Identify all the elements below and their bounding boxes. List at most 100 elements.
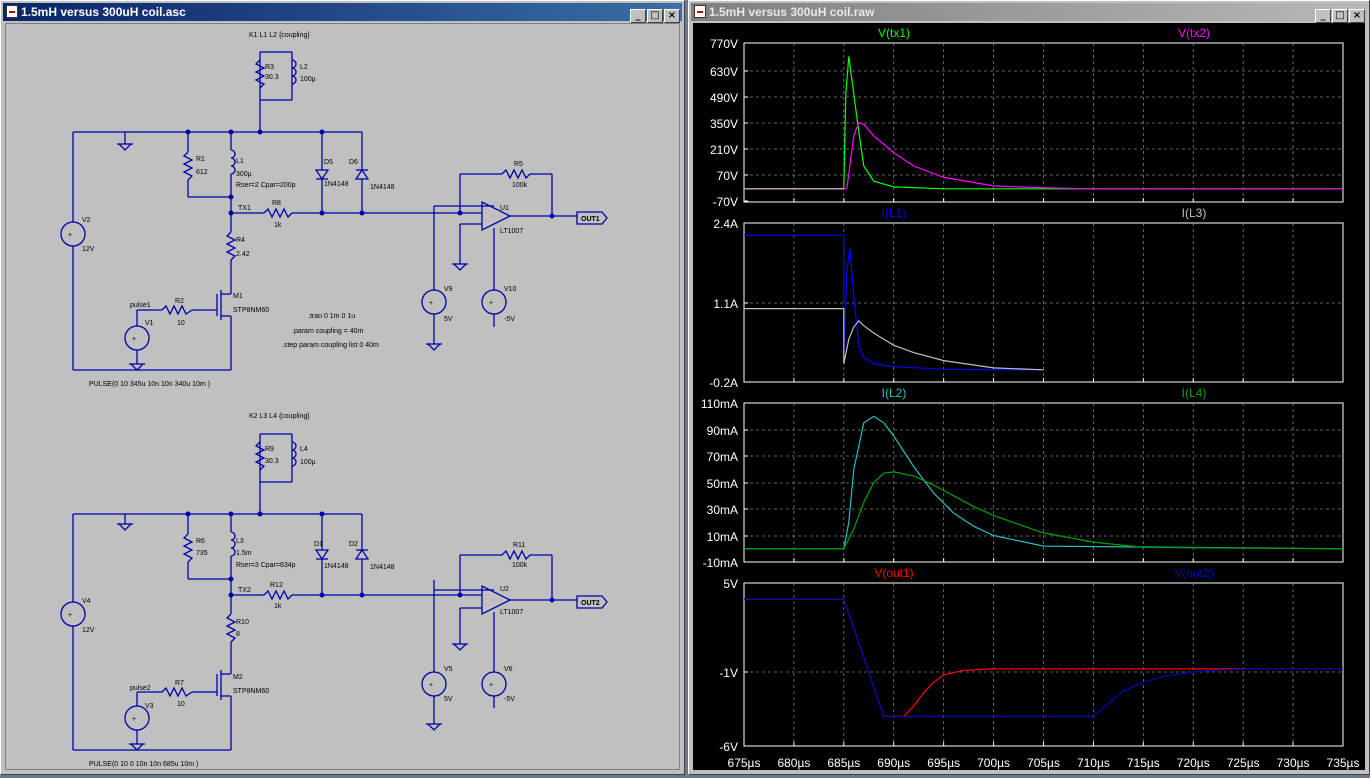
- legend-label: I(L4): [1182, 386, 1207, 400]
- schematic-titlebar[interactable]: 1.5mH versus 300uH coil.asc _□×: [3, 3, 682, 23]
- r3-value: 30.3: [265, 74, 279, 81]
- l3-value: 1.5m: [236, 550, 252, 557]
- l2-name: L2: [300, 64, 308, 71]
- r4-name: R4: [236, 237, 245, 244]
- x-tick-label: 735µs: [1327, 756, 1360, 770]
- u2-value: LT1007: [500, 609, 523, 616]
- v9-name: V9: [444, 286, 453, 293]
- y-tick-label: 2.4A: [713, 217, 738, 231]
- directive-tran: .tran 0 1m 0 1u: [308, 313, 355, 320]
- u1-name: U1: [500, 205, 509, 212]
- directive-step: .step param coupling list 0 40m: [282, 342, 379, 349]
- d5-value: 1N4148: [324, 181, 349, 188]
- m2-name: M2: [233, 674, 243, 681]
- r3-name: R3: [265, 64, 274, 71]
- x-tick-label: 685µs: [827, 756, 860, 770]
- y-tick-label: -10mA: [703, 556, 738, 570]
- pulse-spec-1: PULSE(0 10 345u 10n 10n 340u 10m ): [89, 381, 210, 388]
- d2-name: D2: [349, 541, 358, 548]
- y-tick-label: -6V: [719, 740, 738, 754]
- legend-label: V(tx1): [878, 26, 910, 40]
- x-tick-label: 715µs: [1127, 756, 1160, 770]
- minimize-button[interactable]: _: [630, 9, 646, 23]
- v2-plus: +: [68, 232, 72, 239]
- directive-param: .param coupling = 40m: [292, 328, 364, 335]
- legend-label: V(out2): [1174, 566, 1213, 580]
- y-tick-label: 50mA: [707, 477, 738, 491]
- v2-value: 12V: [82, 246, 95, 253]
- tx2-net-label: TX2: [238, 587, 251, 594]
- x-tick-label: 720µs: [1177, 756, 1210, 770]
- legend-label: V(tx2): [1178, 26, 1210, 40]
- y-tick-label: 30mA: [707, 503, 738, 517]
- maximize-button[interactable]: □: [1332, 9, 1348, 23]
- r2-value: 10: [177, 320, 185, 327]
- y-tick-label: 490V: [710, 91, 738, 105]
- l4-name: L4: [300, 446, 308, 453]
- r11-name: R11: [513, 542, 525, 549]
- y-tick-label: 1.1A: [713, 297, 738, 311]
- v9-value: 5V: [444, 316, 453, 323]
- v5-plus: +: [429, 682, 433, 689]
- x-tick-label: 695µs: [927, 756, 960, 770]
- y-tick-label: 210V: [710, 143, 738, 157]
- l1-value: 300µ: [236, 171, 252, 178]
- v1-plus: +: [132, 336, 136, 343]
- out1-label: OUT1: [581, 216, 600, 223]
- r9-name: R9: [265, 446, 274, 453]
- series-line: [744, 308, 1044, 371]
- r2-name: R2: [175, 298, 184, 305]
- x-tick-label: 680µs: [777, 756, 810, 770]
- l1-params: Rser=2 Cpar=200p: [236, 182, 296, 189]
- schematic-window[interactable]: 1.5mH versus 300uH coil.asc _□×: [0, 0, 685, 775]
- r8-value: 1k: [274, 222, 282, 229]
- v4-value: 12V: [82, 627, 95, 634]
- r11-value: 100k: [512, 562, 528, 569]
- close-button[interactable]: ×: [1349, 9, 1365, 23]
- m1-value: STP8NM60: [233, 307, 269, 314]
- r10-name: R10: [236, 619, 249, 626]
- coupling-label-2: K2 L3 L4 {coupling}: [249, 413, 310, 420]
- v6-plus: +: [489, 682, 493, 689]
- x-tick-label: 700µs: [977, 756, 1010, 770]
- r6-value: 735: [196, 550, 208, 557]
- v9-plus: +: [429, 300, 433, 307]
- waveform-svg[interactable]: 770V630V490V350V210V70V-70VV(tx1)V(tx2)2…: [693, 23, 1367, 772]
- x-tick-label: 730µs: [1277, 756, 1310, 770]
- pulse-spec-2: PULSE(0 10 0 10n 10n 685u 10m ): [89, 761, 198, 768]
- d5-name: D5: [324, 159, 333, 166]
- series-line: [744, 121, 1343, 190]
- x-tick-label: 710µs: [1077, 756, 1110, 770]
- r10-value: 8: [236, 631, 240, 638]
- x-tick-label: 725µs: [1227, 756, 1260, 770]
- y-tick-label: 70mA: [707, 450, 738, 464]
- close-button[interactable]: ×: [664, 9, 680, 23]
- maximize-button[interactable]: □: [647, 9, 663, 23]
- v4-name: V4: [82, 598, 91, 605]
- y-tick-label: -70V: [713, 195, 738, 209]
- v5-value: 5V: [444, 696, 453, 703]
- l3-params: Rser=3 Cpar=634p: [236, 562, 296, 569]
- d1-name: D1: [314, 541, 323, 548]
- series-line: [744, 598, 1343, 718]
- y-tick-label: 90mA: [707, 424, 738, 438]
- v5-name: V5: [444, 666, 453, 673]
- m1-name: M1: [233, 293, 243, 300]
- l3-name: L3: [236, 538, 244, 545]
- l2-value: 100µ: [300, 76, 316, 83]
- schematic-title: 1.5mH versus 300uH coil.asc: [21, 5, 186, 19]
- schematic-svg[interactable]: ++ ++ ++ ++ K1 L1 L2 {coupling} R3 30.3 …: [6, 24, 681, 773]
- minimize-button[interactable]: _: [1315, 9, 1331, 23]
- schematic-canvas[interactable]: ++ ++ ++ ++ K1 L1 L2 {coupling} R3 30.3 …: [5, 23, 680, 770]
- r1-value: 612: [196, 169, 208, 176]
- v3-name: V3: [145, 703, 154, 710]
- r12-name: R12: [270, 582, 283, 589]
- v10-name: V10: [504, 286, 517, 293]
- r4-value: 2.42: [236, 251, 250, 258]
- y-tick-label: 70V: [717, 169, 738, 183]
- waveform-titlebar[interactable]: 1.5mH versus 300uH coil.raw _□×: [691, 3, 1367, 23]
